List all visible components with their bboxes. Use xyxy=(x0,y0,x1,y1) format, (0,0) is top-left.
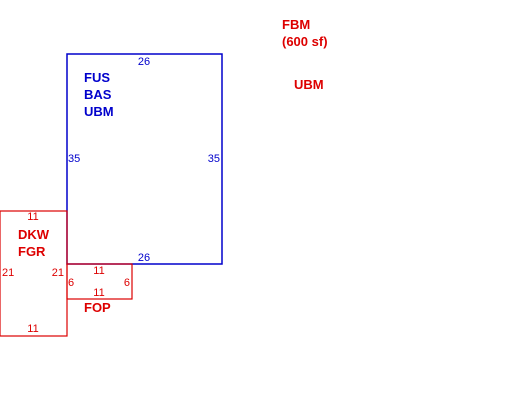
ubm-note-label: UBM xyxy=(294,77,324,92)
deck-area-dim-right: 21 xyxy=(52,267,64,279)
porch-area-outline xyxy=(66,263,133,300)
deck-area-label-fgr: FGR xyxy=(18,244,46,259)
porch-area-label: FOP xyxy=(84,300,111,315)
main-area-label-fus: FUS xyxy=(84,70,110,85)
porch-area-dim-bottom: 11 xyxy=(93,287,104,299)
deck-area-dim-bottom: 11 xyxy=(27,323,38,335)
porch-area-dim-left: 6 xyxy=(68,277,74,289)
deck-area-dim-top: 11 xyxy=(27,211,38,223)
main-area-dim-right: 35 xyxy=(208,153,220,165)
main-area-dim-bottom: 26 xyxy=(138,252,150,264)
deck-area-dim-left: 21 xyxy=(2,267,14,279)
main-area-label-bas: BAS xyxy=(84,87,112,102)
main-area-dim-left: 35 xyxy=(68,153,80,165)
main-area-label-ubm: UBM xyxy=(84,104,114,119)
porch-area-dim-right: 6 xyxy=(124,277,130,289)
porch-area-dim-top: 11 xyxy=(93,265,104,277)
main-area-dim-top: 26 xyxy=(138,56,150,68)
fbm-area-label: (600 sf) xyxy=(282,34,328,49)
main-area-outline xyxy=(66,53,223,265)
fbm-label: FBM xyxy=(282,17,310,32)
deck-area-label-dkw: DKW xyxy=(18,227,50,242)
